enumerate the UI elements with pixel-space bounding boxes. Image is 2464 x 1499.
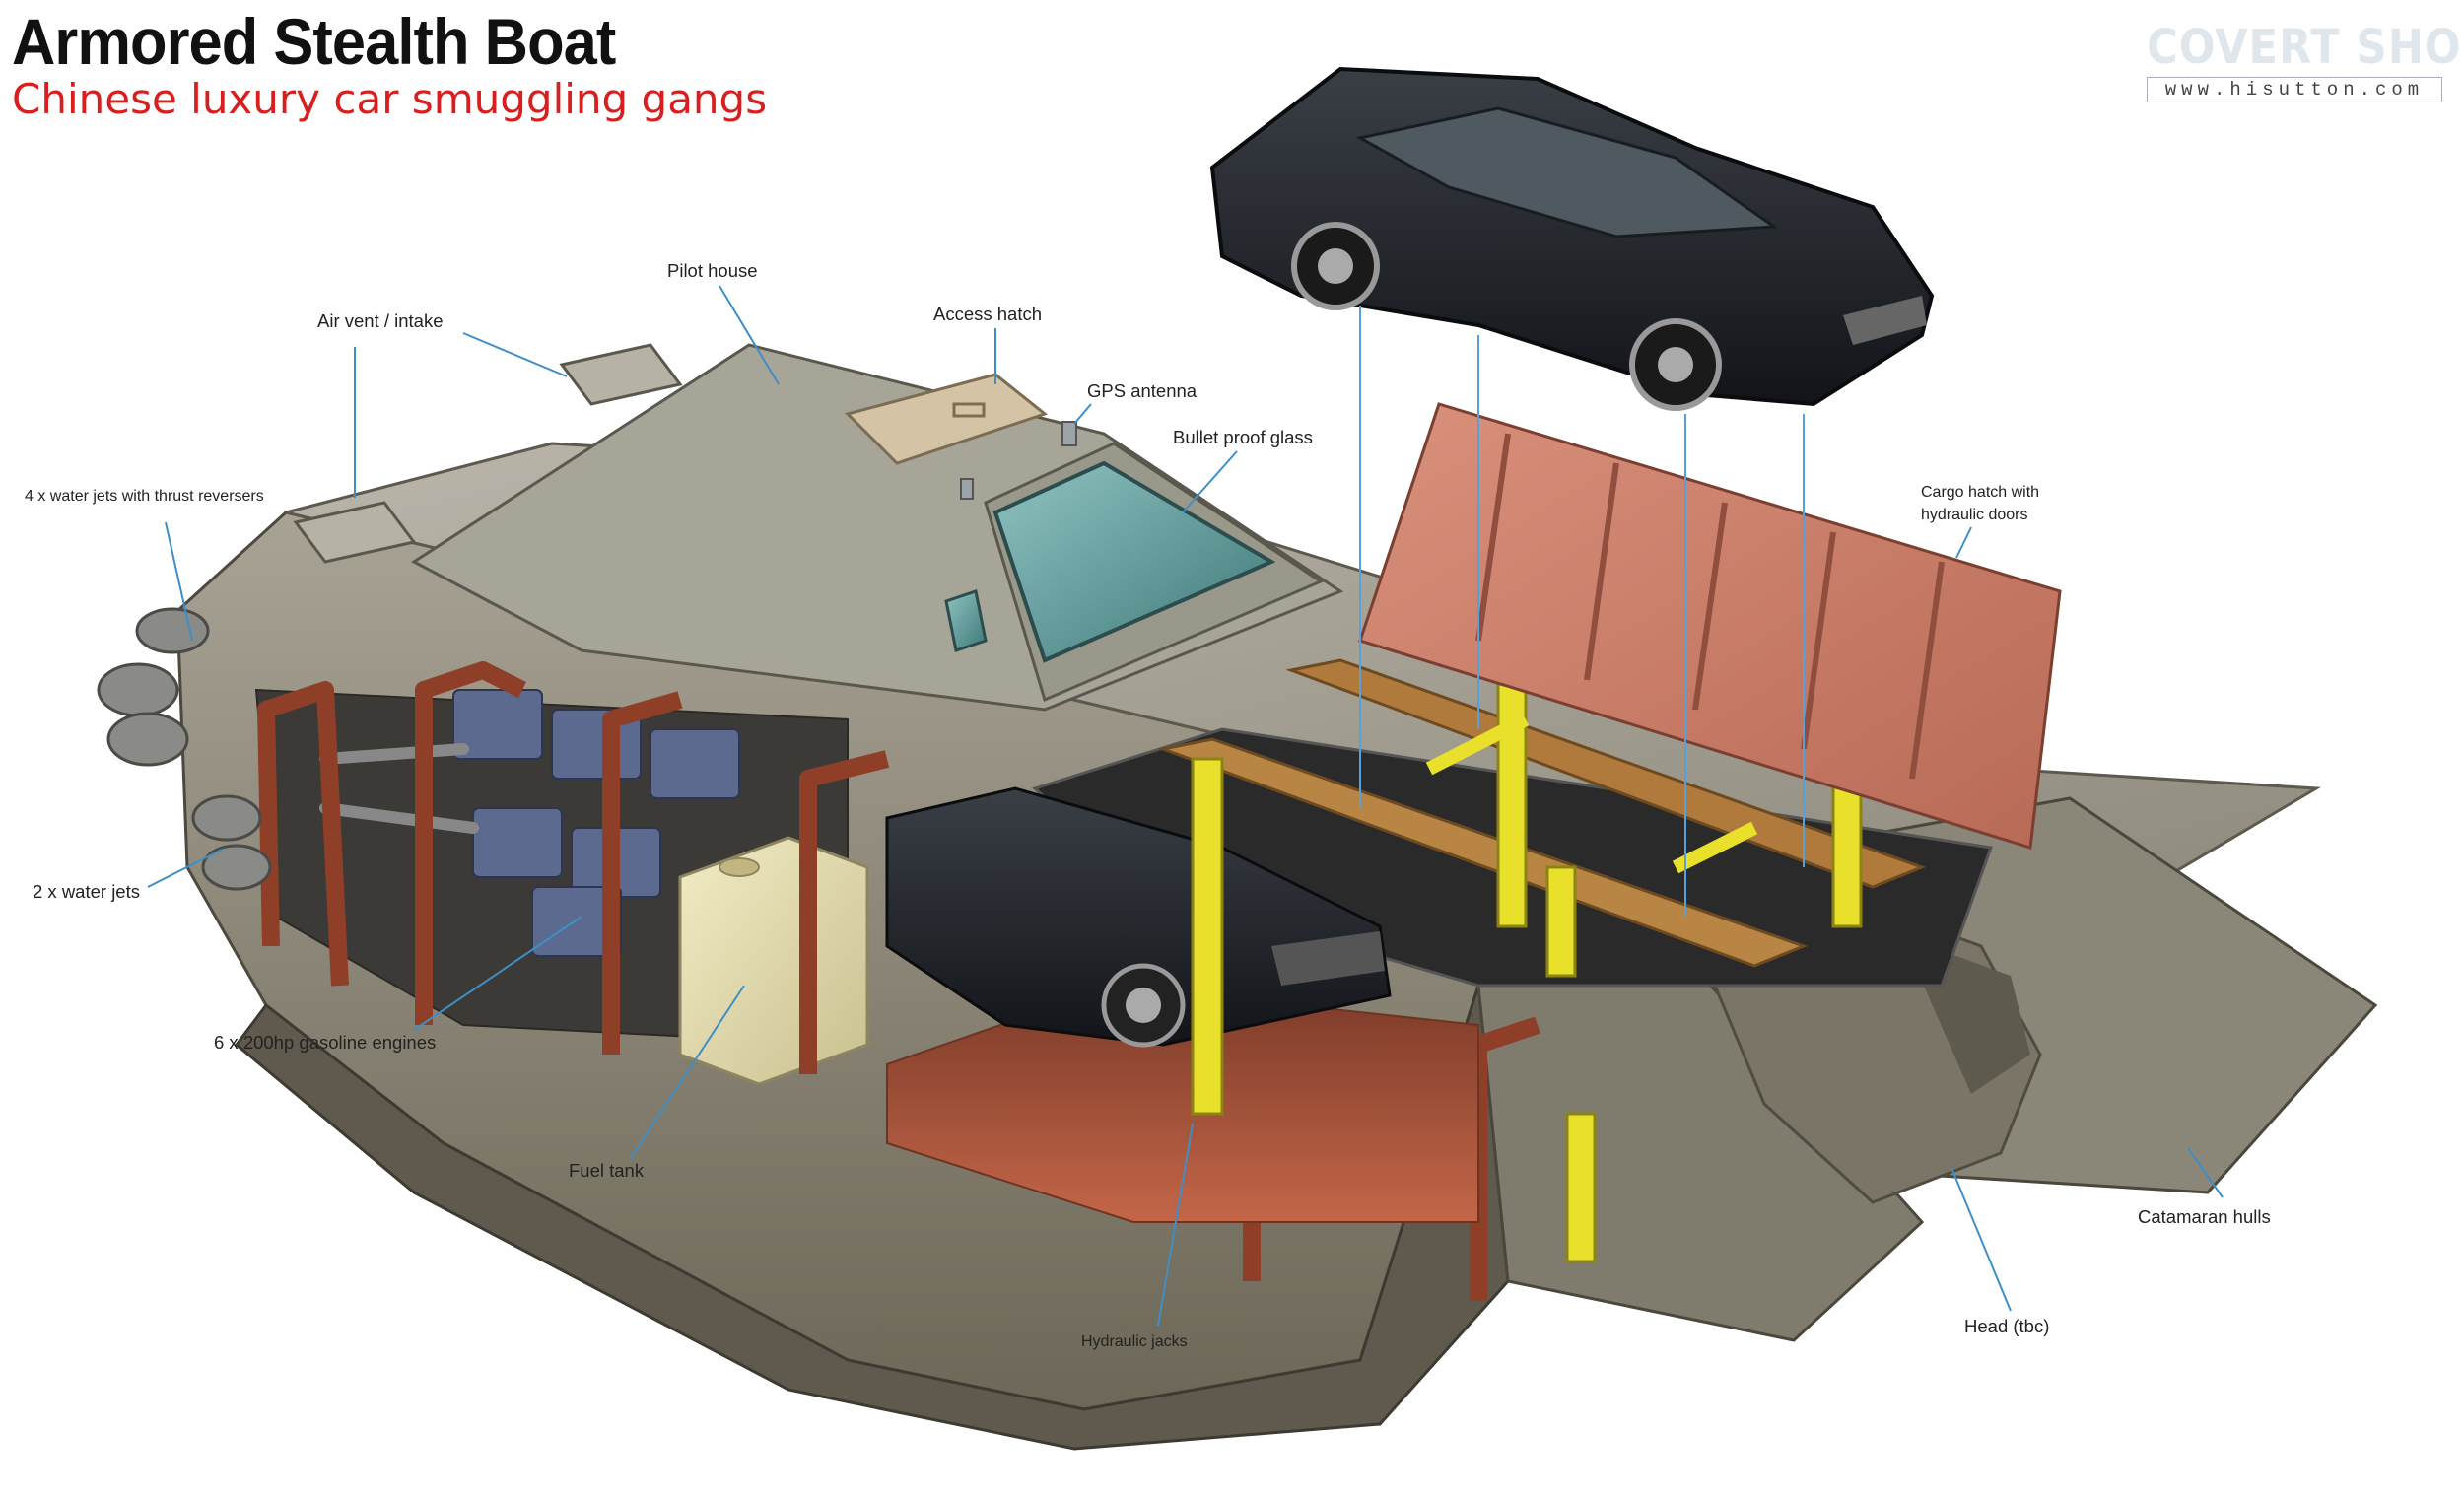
- label-hydraulic-jacks: Hydraulic jacks: [1081, 1333, 1188, 1350]
- stowed-car: [885, 786, 1392, 1048]
- label-two-water-jets: 2 x water jets: [33, 881, 140, 902]
- label-cargo-hatch-line1: Cargo hatch with: [1921, 484, 2040, 501]
- label-head: Head (tbc): [1964, 1316, 2050, 1336]
- diagram-subtitle: Chinese luxury car smuggling gangs: [12, 75, 768, 123]
- lifted-car: [1209, 66, 1935, 411]
- leader-air-vent: [462, 332, 568, 377]
- brand-logo: COVERT SHORES www.hisutton.com: [2147, 20, 2464, 102]
- car-guide-lines: [1359, 306, 1805, 917]
- bullet-proof-glass: [992, 460, 1276, 663]
- leader-bullet-proof-glass: [1182, 450, 1238, 513]
- water-jets: [97, 607, 272, 891]
- label-gps-antenna: GPS antenna: [1087, 380, 1198, 401]
- label-access-hatch: Access hatch: [933, 304, 1043, 324]
- label-water-jets-reversers: 4 x water jets with thrust reversers: [25, 488, 264, 505]
- leader-cargo-hatch: [1955, 526, 1972, 559]
- label-cargo-hatch-line2: hydraulic doors: [1921, 507, 2028, 523]
- brand-name: COVERT SHORES: [2147, 20, 2464, 75]
- cargo-bay: [885, 589, 1994, 1263]
- leader-head: [1951, 1167, 2012, 1312]
- leader-pilot-house: [719, 285, 780, 385]
- brand-url: www.hisutton.com: [2147, 77, 2442, 102]
- diagram-title: Armored Stealth Boat: [12, 5, 616, 78]
- access-hatch: [845, 373, 1049, 465]
- gps-antenna: [1061, 421, 1077, 446]
- leader-fuel-tank: [630, 985, 745, 1159]
- leader-catamaran-hulls: [2187, 1147, 2224, 1198]
- leader-gps-antenna: [1073, 403, 1092, 425]
- leader-water-jets-reversers: [165, 521, 193, 642]
- label-bullet-proof-glass: Bullet proof glass: [1173, 427, 1313, 447]
- leader-hydraulic-jacks: [1157, 1123, 1194, 1327]
- label-gasoline-engines: 6 x 200hp gasoline engines: [214, 1032, 437, 1053]
- pilot-house: [293, 343, 1344, 712]
- leader-two-water-jets: [147, 849, 223, 888]
- air-vent-intake: [559, 343, 683, 406]
- engine-room: [254, 688, 869, 1086]
- leader-gasoline-engines: [413, 916, 582, 1031]
- cargo-hatch-ribs: [1475, 433, 1945, 780]
- label-fuel-tank: Fuel tank: [569, 1160, 645, 1181]
- car-plank-upper: [1285, 658, 1927, 889]
- label-pilot-house: Pilot house: [667, 260, 758, 281]
- leader-lines: [147, 285, 2224, 1327]
- label-catamaran-hulls: Catamaran hulls: [2138, 1206, 2271, 1227]
- fuel-tank: [678, 836, 869, 1086]
- label-air-vent: Air vent / intake: [317, 310, 444, 331]
